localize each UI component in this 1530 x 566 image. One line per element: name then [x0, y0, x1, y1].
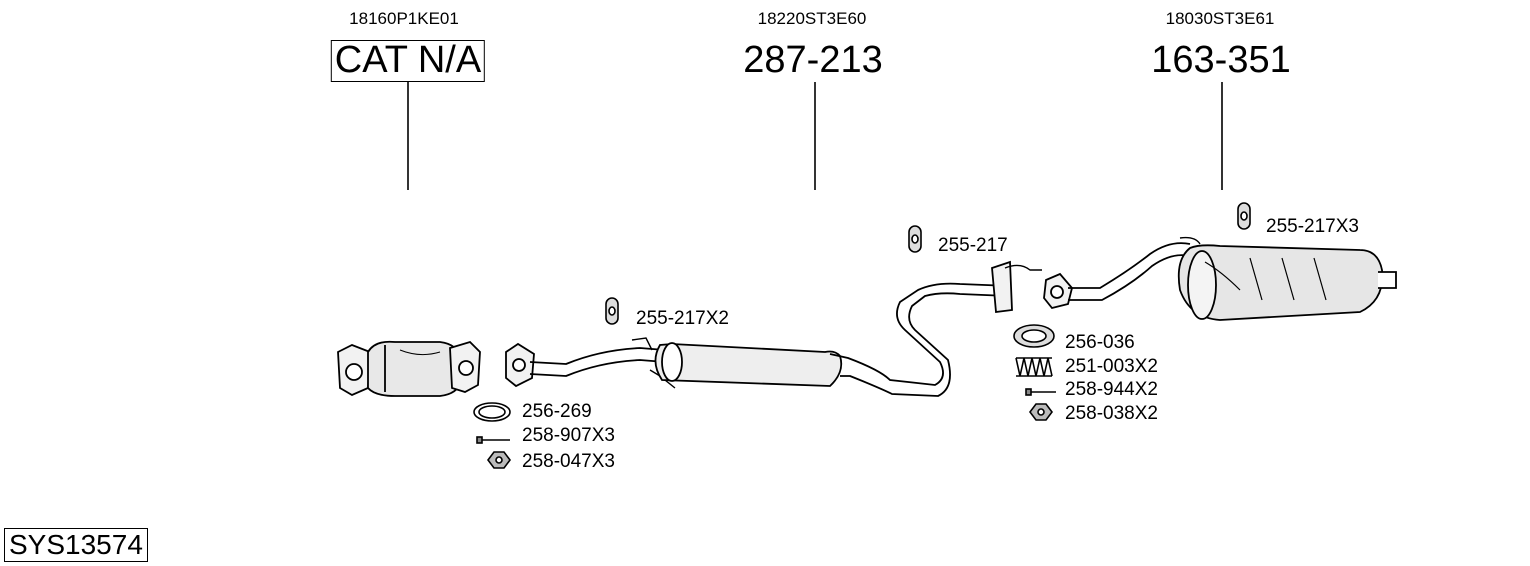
part-number-rear-muffler[interactable]: 163-351 — [1151, 39, 1291, 81]
label-hanger-rear[interactable]: 255-217X3 — [1266, 216, 1359, 237]
label-gasket-rear[interactable]: 256-036 — [1065, 332, 1135, 353]
part-number-catalyst[interactable]: CAT N/A — [330, 40, 486, 82]
center-pipe-assembly[interactable] — [505, 260, 1042, 397]
oe-number-catalyst: 18160P1KE01 — [349, 9, 459, 28]
part-number-center-pipe[interactable]: 287-213 — [743, 39, 883, 81]
spring-icon[interactable] — [1015, 357, 1053, 377]
oe-number-center-pipe: 18220ST3E60 — [757, 9, 867, 28]
gasket-ring-icon[interactable] — [1013, 324, 1055, 348]
rear-muffler[interactable] — [1043, 236, 1397, 321]
label-hanger-mid[interactable]: 255-217 — [938, 235, 1008, 256]
label-nut-front[interactable]: 258-047X3 — [522, 451, 615, 472]
system-id-box: SYS13574 — [4, 528, 148, 563]
bolt-icon[interactable] — [476, 436, 510, 444]
label-bolt-front[interactable]: 258-907X3 — [522, 425, 615, 446]
label-gasket-front[interactable]: 256-269 — [522, 401, 592, 422]
label-nut-rear[interactable]: 258-038X2 — [1065, 403, 1158, 424]
label-hanger-front[interactable]: 255-217X2 — [636, 308, 729, 329]
label-bolt-rear[interactable]: 258-944X2 — [1065, 379, 1158, 400]
hex-nut-icon[interactable] — [1029, 403, 1053, 421]
oe-number-rear-muffler: 18030ST3E61 — [1165, 9, 1275, 28]
hex-nut-icon[interactable] — [487, 451, 511, 469]
gasket-ring-icon[interactable] — [473, 402, 511, 422]
rubber-hanger-icon[interactable] — [908, 225, 922, 253]
rubber-hanger-icon[interactable] — [605, 297, 619, 325]
catalytic-converter[interactable] — [337, 340, 481, 397]
label-spring-rear[interactable]: 251-003X2 — [1065, 356, 1158, 377]
rubber-hanger-icon[interactable] — [1237, 202, 1251, 230]
bolt-icon[interactable] — [1025, 388, 1056, 396]
